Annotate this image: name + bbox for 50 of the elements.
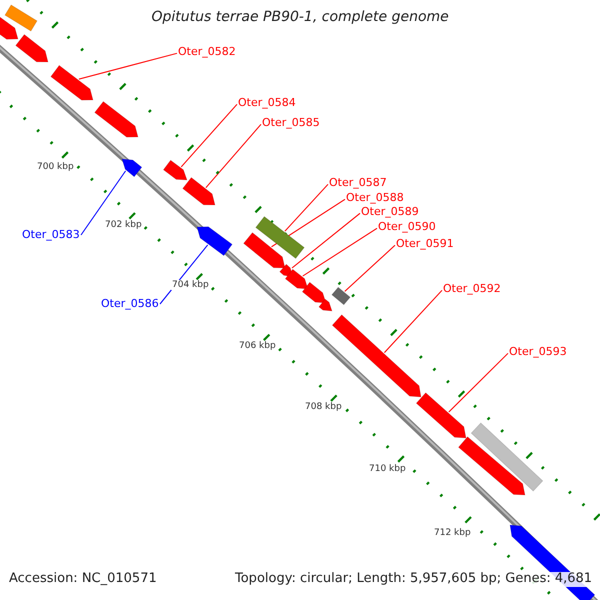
- gene-label: Oter_0584: [238, 96, 296, 110]
- leader-line: [284, 184, 328, 232]
- gene-block: [331, 286, 351, 306]
- gene-bar: [416, 392, 466, 438]
- gene-bar: [94, 101, 138, 138]
- gene-block: [470, 422, 544, 492]
- scale-label: 708 kbp: [304, 402, 343, 412]
- gene-bar: [50, 64, 94, 100]
- leader-line: [384, 290, 442, 354]
- gene-label: Oter_0591: [396, 238, 454, 250]
- gene-label: Oter_0582: [178, 46, 236, 58]
- gene-label: Oter_0590: [378, 220, 436, 234]
- leader-line: [80, 170, 126, 236]
- scale-label: 700 kbp: [36, 162, 75, 172]
- genome-summary-text: Topology: circular; Length: 5,957,605 bp; Genes: 4,681: [235, 572, 592, 587]
- gene-bar: [122, 158, 142, 178]
- leader-line: [302, 228, 378, 276]
- gene-bar: [182, 177, 216, 206]
- gene-bar: [243, 232, 286, 268]
- scale-label: 710 kbp: [368, 464, 407, 474]
- diagram-title: Opitutus terrae PB90-1, complete genome: [152, 9, 449, 26]
- gene-bar: [15, 34, 48, 62]
- leader-line: [78, 52, 178, 80]
- leader-line: [180, 104, 238, 168]
- gene-block: [255, 216, 305, 259]
- gene-label: Oter_0588: [346, 192, 404, 204]
- gene-bar: [196, 226, 233, 256]
- gene-bar: [284, 268, 308, 290]
- gene-bar: [162, 160, 188, 180]
- gene-bar: [458, 436, 526, 496]
- gene-label: Oter_0585: [262, 116, 320, 130]
- scale-label: 712 kbp: [433, 528, 472, 538]
- leader-line: [344, 244, 396, 292]
- gene-bar: [332, 314, 422, 398]
- gene-label: Oter_0589: [361, 206, 419, 218]
- accession-text: Accession: NC_010571: [9, 572, 157, 587]
- gene-bar: [318, 298, 332, 312]
- gene-label: Oter_0592: [443, 282, 501, 296]
- scale-label: 706 kbp: [238, 341, 277, 352]
- leader-line: [448, 352, 508, 412]
- gene-block: [4, 4, 38, 32]
- gene-label: Oter_0587: [329, 176, 387, 190]
- leader-line: [292, 212, 360, 268]
- scale-label: 704 kbp: [171, 280, 210, 290]
- gene-label: Oter_0583: [22, 228, 80, 242]
- gene-label: Oter_0586: [101, 298, 159, 310]
- gene-label: Oter_0593: [509, 346, 567, 358]
- leader-line: [205, 124, 262, 188]
- gene-bar: [302, 282, 326, 304]
- scale-label: 702 kbp: [104, 220, 143, 230]
